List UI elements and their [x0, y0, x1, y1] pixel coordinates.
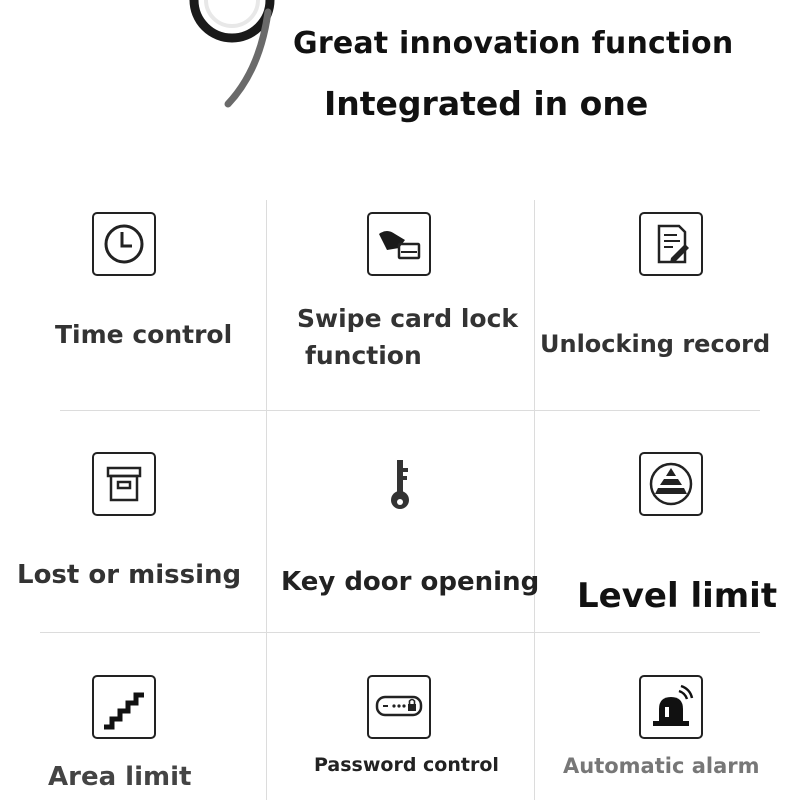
swipe-card-icon — [367, 212, 431, 276]
feature-label-time-control: Time control — [55, 320, 233, 349]
record-document-icon — [639, 212, 703, 276]
pyramid-level-icon — [639, 452, 703, 516]
feature-label-lost-or-missing: Lost or missing — [17, 560, 242, 590]
headline-line-2: Integrated in one — [324, 84, 649, 123]
feature-label-unlocking-record: Unlocking record — [540, 330, 771, 358]
divider-horizontal-2 — [40, 632, 760, 633]
divider-vertical-1 — [266, 200, 267, 800]
feature-label-swipe-card-line-1: Swipe card lock — [297, 304, 519, 333]
feature-label-area-limit: Area limit — [48, 762, 192, 792]
divider-horizontal-1 — [60, 410, 760, 411]
feature-label-password-control: Password control — [314, 754, 499, 776]
feature-label-automatic-alarm: Automatic alarm — [563, 754, 760, 778]
alarm-siren-icon — [639, 675, 703, 739]
divider-vertical-2 — [534, 200, 535, 800]
feature-label-key-door-opening: Key door opening — [281, 567, 540, 597]
feature-label-swipe-card-line-2: function — [305, 341, 422, 370]
password-lock-icon — [367, 675, 431, 739]
logo-nine-graphic — [189, 0, 275, 108]
stairs-icon — [92, 675, 156, 739]
archive-box-icon — [92, 452, 156, 516]
key-icon — [391, 460, 409, 509]
clock-icon — [92, 212, 156, 276]
feature-label-level-limit: Level limit — [577, 576, 778, 616]
headline-line-1: Great innovation function — [293, 26, 734, 61]
